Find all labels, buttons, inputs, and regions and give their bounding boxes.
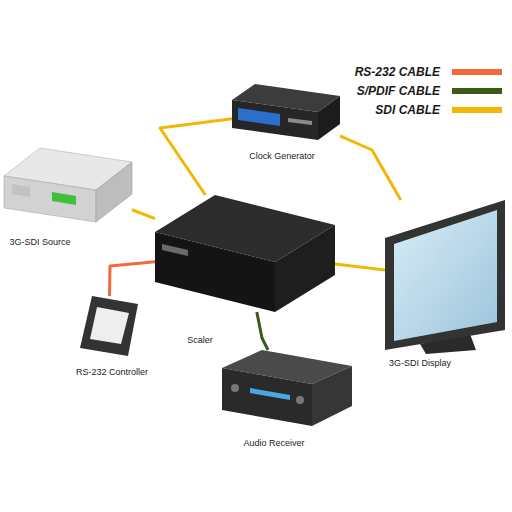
device-label: 3G-SDI Source (9, 238, 70, 248)
device-label: RS-232 Controller (76, 368, 148, 378)
device-label: Audio Receiver (243, 439, 304, 449)
sdi-display-device (385, 200, 505, 354)
audio-receiver-node: Audio Receiver (222, 350, 352, 426)
legend-row: RS-232 CABLE (300, 64, 502, 80)
cable (110, 262, 156, 296)
audio-receiver-device (222, 350, 352, 426)
legend-row: S/PDIF CABLE (300, 83, 502, 99)
sdi-display-node: 3G-SDI Display (385, 200, 505, 354)
rs232-controller-node: RS-232 Controller (80, 296, 138, 356)
legend-swatch (452, 69, 502, 75)
sdi-source-device (4, 148, 132, 222)
clock-generator-node: Clock Generator (232, 84, 340, 140)
legend-swatch (452, 107, 502, 113)
legend-text: S/PDIF CABLE (357, 83, 440, 99)
device-label: 3G-SDI Display (389, 359, 451, 369)
scaler-device (155, 195, 335, 312)
cable (132, 210, 155, 219)
rs232-controller-device (80, 296, 138, 356)
scaler-node: Scaler (155, 195, 335, 312)
legend-swatch (452, 88, 502, 94)
sdi-source-node: 3G-SDI Source (4, 148, 132, 222)
device-label: Clock Generator (249, 152, 315, 162)
legend-text: SDI CABLE (375, 102, 440, 118)
legend-text: RS-232 CABLE (355, 64, 440, 80)
legend-row: SDI CABLE (300, 102, 502, 118)
cable (340, 136, 401, 200)
cable (335, 264, 385, 270)
device-label: Scaler (187, 336, 213, 346)
cable (160, 119, 232, 195)
cable (257, 312, 268, 350)
clock-generator-device (232, 84, 340, 140)
